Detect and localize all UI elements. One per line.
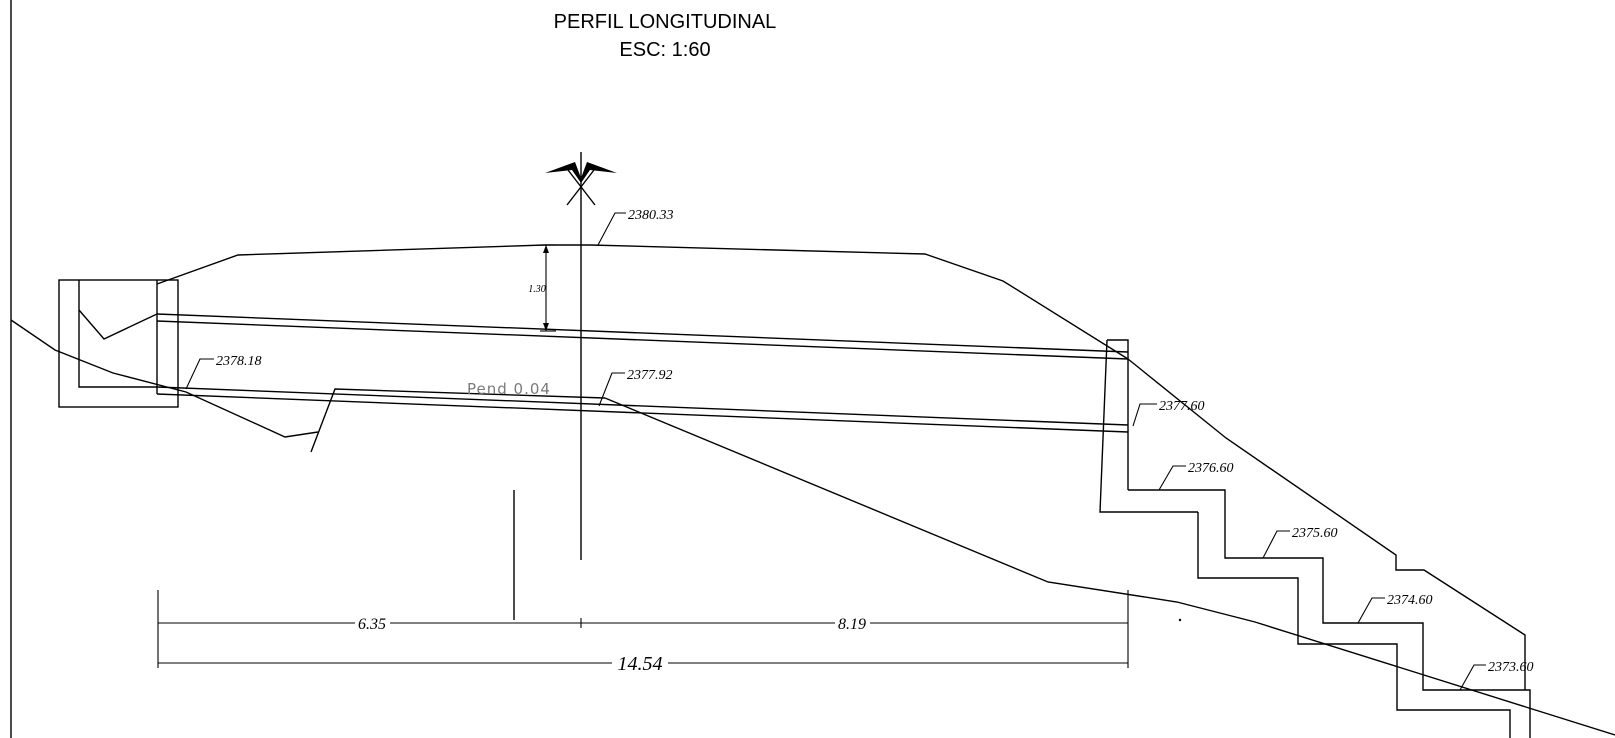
- dimension-partial: [157, 590, 1129, 630]
- dimension-total: [157, 630, 1129, 668]
- cover-dimension: [540, 244, 556, 332]
- cover-dimension-label: 1.30: [528, 284, 546, 295]
- outlet-wall: [1099, 339, 1198, 513]
- elevation-step1: 2376.60: [1188, 461, 1234, 476]
- elevation-step3: 2374.60: [1387, 593, 1433, 608]
- natural-ground-right: [604, 397, 1615, 736]
- dimension-right-label: 8.19: [838, 616, 866, 633]
- ground-break-mark: [310, 388, 606, 453]
- inlet-box: [58, 279, 179, 408]
- elevation-step2: 2375.60: [1292, 526, 1338, 541]
- north-arrow-icon: [545, 162, 617, 183]
- drawing-title: PERFIL LONGITUDINAL: [554, 11, 777, 33]
- road-surface-line: [156, 244, 1129, 360]
- pipe-top-line-1: [156, 313, 1129, 353]
- leader-step1: [1158, 465, 1186, 491]
- leader-step2: [1262, 530, 1290, 559]
- leader-step3: [1357, 597, 1385, 624]
- natural-ground-left: [10, 319, 319, 438]
- leader-center: [598, 372, 625, 407]
- centerline-axis: [545, 152, 617, 560]
- drawing-scale: ESC: 1:60: [619, 39, 710, 61]
- elevation-step4: 2373.60: [1488, 660, 1534, 675]
- pipe-top-line-2: [156, 320, 1129, 360]
- pipe-bottom-line-1: [156, 386, 1129, 426]
- leader-step4: [1459, 664, 1486, 691]
- leader-top: [597, 212, 626, 246]
- leader-inlet: [185, 358, 214, 390]
- embankment-slope-right: [1127, 358, 1526, 690]
- survey-point: [1178, 618, 1182, 622]
- elevation-top: 2380.33: [628, 208, 674, 223]
- stepped-channel-outer: [1197, 512, 1511, 738]
- stepped-channel-inner: [1128, 489, 1531, 738]
- slope-label: Pend 0.04: [467, 380, 551, 398]
- dimension-left-label: 6.35: [358, 616, 386, 633]
- elevation-center: 2377.92: [627, 368, 673, 383]
- elevation-outlet: 2377.60: [1159, 399, 1205, 414]
- elevation-inlet: 2378.18: [216, 354, 262, 369]
- dimension-total-label: 14.54: [618, 653, 663, 675]
- leader-outlet: [1132, 403, 1157, 427]
